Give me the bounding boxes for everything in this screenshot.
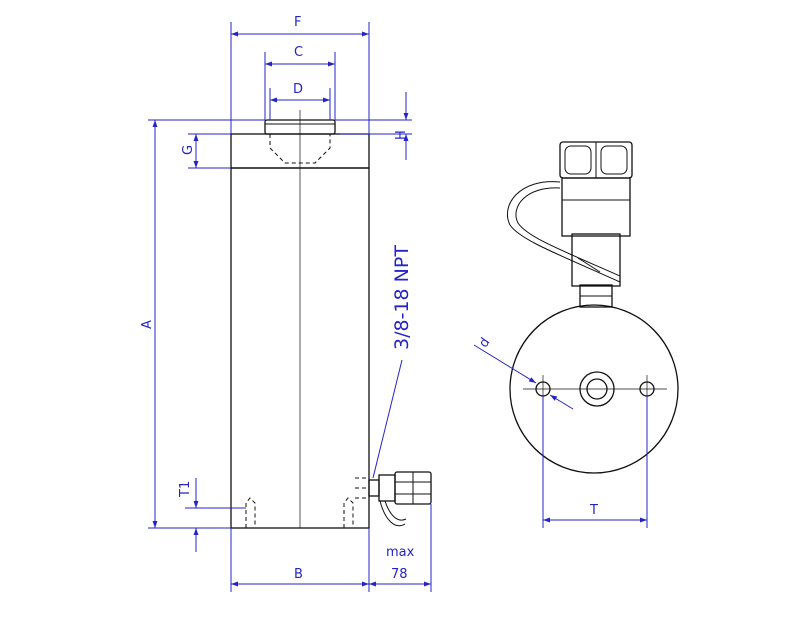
dim-label-t: T — [589, 503, 598, 518]
base-hole-right — [343, 497, 354, 528]
base-circle — [509, 304, 679, 474]
dimension-lines — [148, 22, 648, 592]
coupler-side — [368, 471, 432, 527]
dim-label-h: H — [394, 130, 409, 140]
port-hidden — [355, 477, 369, 499]
dim-label-b: B — [294, 567, 303, 582]
dim-label-f: F — [294, 15, 301, 30]
dim-label-t1: T1 — [178, 481, 193, 498]
dim-label-78: 78 — [391, 567, 408, 582]
port-fitting-end — [507, 141, 633, 308]
base-hole-left — [245, 497, 256, 528]
dim-label-d: D — [293, 82, 303, 97]
dim-label-max: max — [386, 545, 415, 560]
end-view — [507, 141, 679, 474]
dim-label-g: G — [181, 145, 196, 155]
dim-label-a: A — [140, 320, 155, 329]
dim-label-c: C — [294, 45, 303, 60]
port-thread-label: 3/8-18 NPT — [391, 245, 413, 350]
side-view — [230, 110, 432, 529]
